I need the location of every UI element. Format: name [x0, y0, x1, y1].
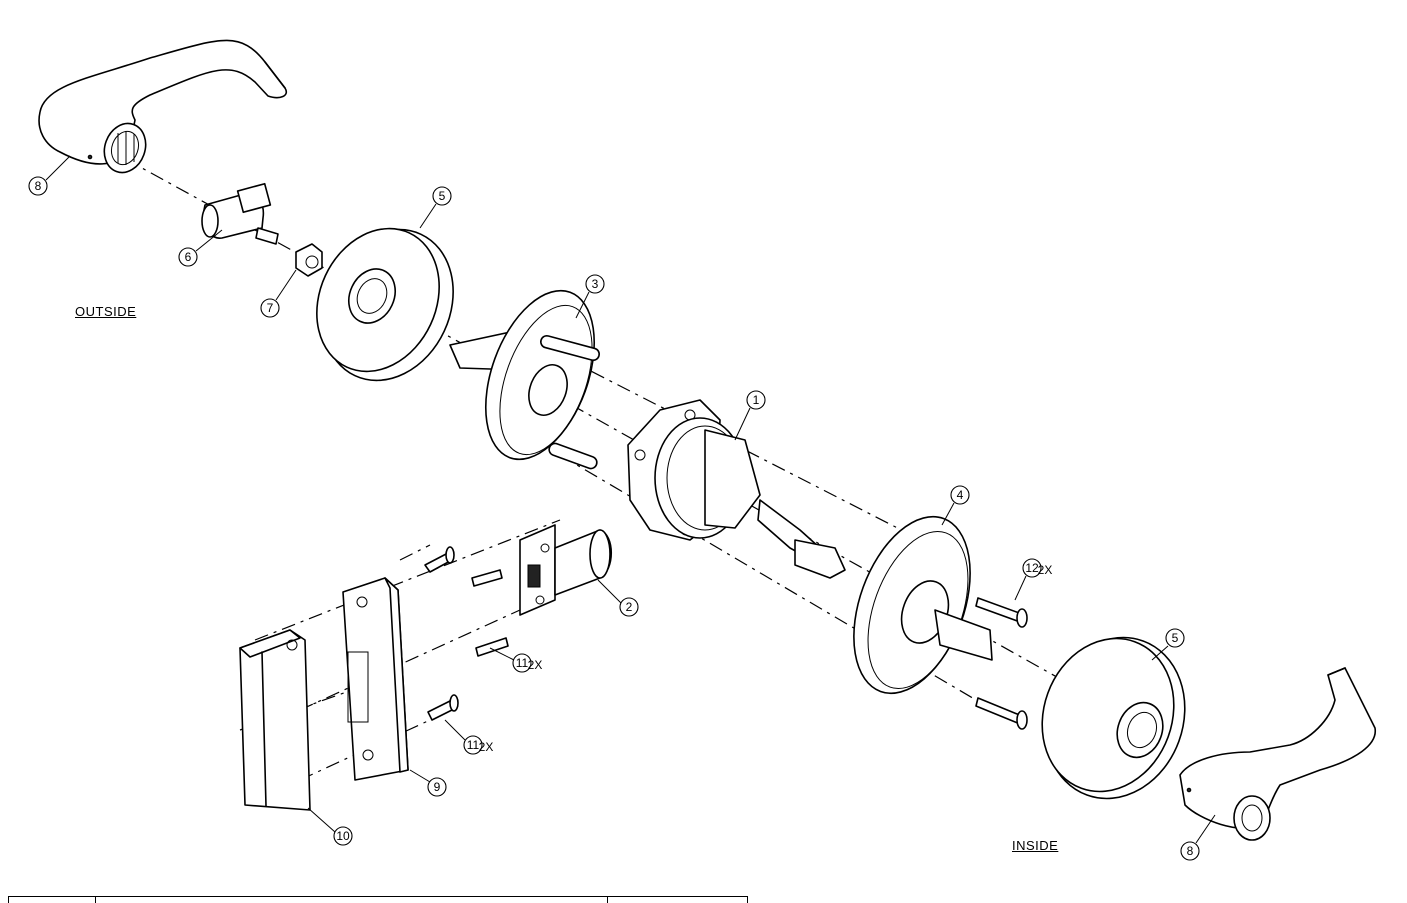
callout-multiplier: 2X — [528, 658, 543, 672]
callout-number: 6 — [185, 250, 192, 264]
callout-balloon — [585, 274, 605, 294]
callout-number: 8 — [35, 179, 42, 193]
callout-balloon — [1022, 558, 1042, 578]
callout-number: 9 — [434, 780, 441, 794]
parts-table-header — [8, 896, 748, 903]
outside-cylinder — [201, 182, 279, 245]
callout-multiplier: 2X — [1038, 563, 1053, 577]
callout-number: 11 — [467, 738, 480, 752]
inside-lever-handle — [1179, 667, 1376, 841]
callout-number: 5 — [439, 189, 446, 203]
callout-c2: 2 — [619, 597, 639, 617]
retaining-nut — [295, 243, 323, 277]
callout-number: 7 — [267, 301, 274, 315]
callout-balloon — [1165, 628, 1185, 648]
callout-balloon — [427, 777, 447, 797]
callout-multiplier: 2X — [479, 740, 494, 754]
callout-c8a: 8 — [28, 176, 48, 196]
callout-balloon — [28, 176, 48, 196]
parts-table-divider — [95, 897, 96, 903]
callout-balloon — [463, 735, 483, 755]
callout-c8b: 8 — [1180, 841, 1200, 861]
latch-assembly — [519, 524, 612, 616]
callout-c6: 6 — [178, 247, 198, 267]
inside-mounting-plate — [853, 515, 993, 695]
strike-screws — [424, 546, 509, 721]
callout-c3: 3 — [585, 274, 605, 294]
callout-c10: 10 — [333, 826, 353, 846]
callout-number: 10 — [336, 829, 350, 843]
callout-c4: 4 — [950, 485, 970, 505]
callout-balloon — [1180, 841, 1200, 861]
callout-number: 3 — [592, 277, 599, 291]
callout-balloon — [333, 826, 353, 846]
outside-lever-handle — [38, 39, 287, 174]
callout-c1: 1 — [746, 390, 766, 410]
callout-number: 11 — [516, 656, 529, 670]
callout-balloon — [950, 485, 970, 505]
leader-lines — [45, 155, 1216, 844]
callout-number: 1 — [753, 393, 760, 407]
callout-balloon — [178, 247, 198, 267]
callout-balloon — [746, 390, 766, 410]
outside-label: OUTSIDE — [75, 304, 137, 319]
callout-balloon — [619, 597, 639, 617]
callout-balloon — [432, 186, 452, 206]
callout-number: 4 — [957, 488, 964, 502]
strike-box — [239, 629, 311, 811]
callout-number: 8 — [1187, 844, 1194, 858]
inside-label: INSIDE — [1012, 838, 1059, 853]
inside-rose — [1041, 636, 1186, 800]
callout-c7: 7 — [260, 298, 280, 318]
outside-rose — [316, 227, 454, 382]
callout-c9: 9 — [427, 777, 447, 797]
strike-plate — [342, 577, 409, 781]
parts-table-divider — [607, 897, 608, 903]
callout-balloon — [260, 298, 280, 318]
callout-number: 5 — [1172, 631, 1179, 645]
outside-mounting-plate — [449, 289, 600, 470]
callout-c5a: 5 — [432, 186, 452, 206]
callout-number: 12 — [1025, 561, 1039, 575]
callout-number: 2 — [626, 600, 633, 614]
through-bolts — [975, 597, 1028, 730]
callout-balloon — [512, 653, 532, 673]
chassis — [627, 399, 846, 579]
callout-c5b: 5 — [1165, 628, 1185, 648]
